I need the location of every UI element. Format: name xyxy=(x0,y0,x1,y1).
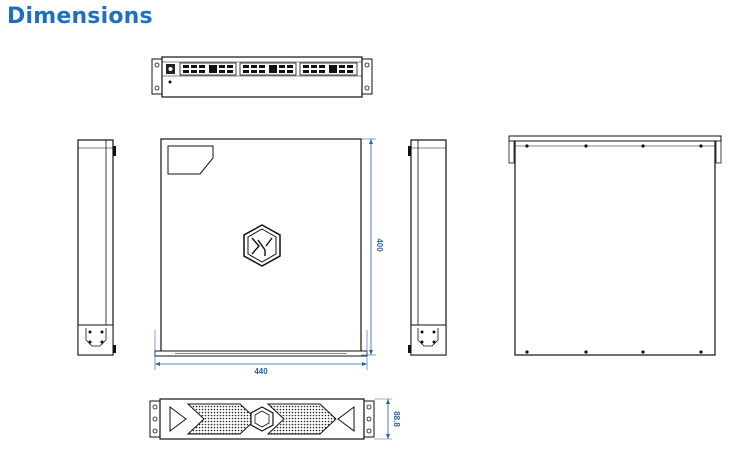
rear-panel-view: 88.8 xyxy=(149,398,401,440)
width-dimension-label: 440 xyxy=(254,367,268,376)
connector-group-3 xyxy=(299,62,358,76)
connector-group-2 xyxy=(239,62,297,76)
front-panel-view xyxy=(151,56,373,98)
rear-logo xyxy=(250,406,274,432)
rack-ear-left xyxy=(151,58,163,95)
right-side-view xyxy=(408,139,447,356)
left-side-view xyxy=(77,139,116,356)
bottom-view xyxy=(508,135,722,356)
vent-grille-right xyxy=(266,403,337,435)
top-view: 440 400 xyxy=(154,138,384,376)
vent-grille-left xyxy=(186,403,257,435)
page-title: Dimensions xyxy=(7,4,153,29)
connector-group-1 xyxy=(179,62,237,76)
height-dimension-label: 88.8 xyxy=(392,411,401,427)
rack-ear-right xyxy=(361,58,373,95)
label-plate xyxy=(167,145,214,175)
logo-badge xyxy=(243,224,281,267)
depth-dimension-label: 400 xyxy=(375,238,384,252)
